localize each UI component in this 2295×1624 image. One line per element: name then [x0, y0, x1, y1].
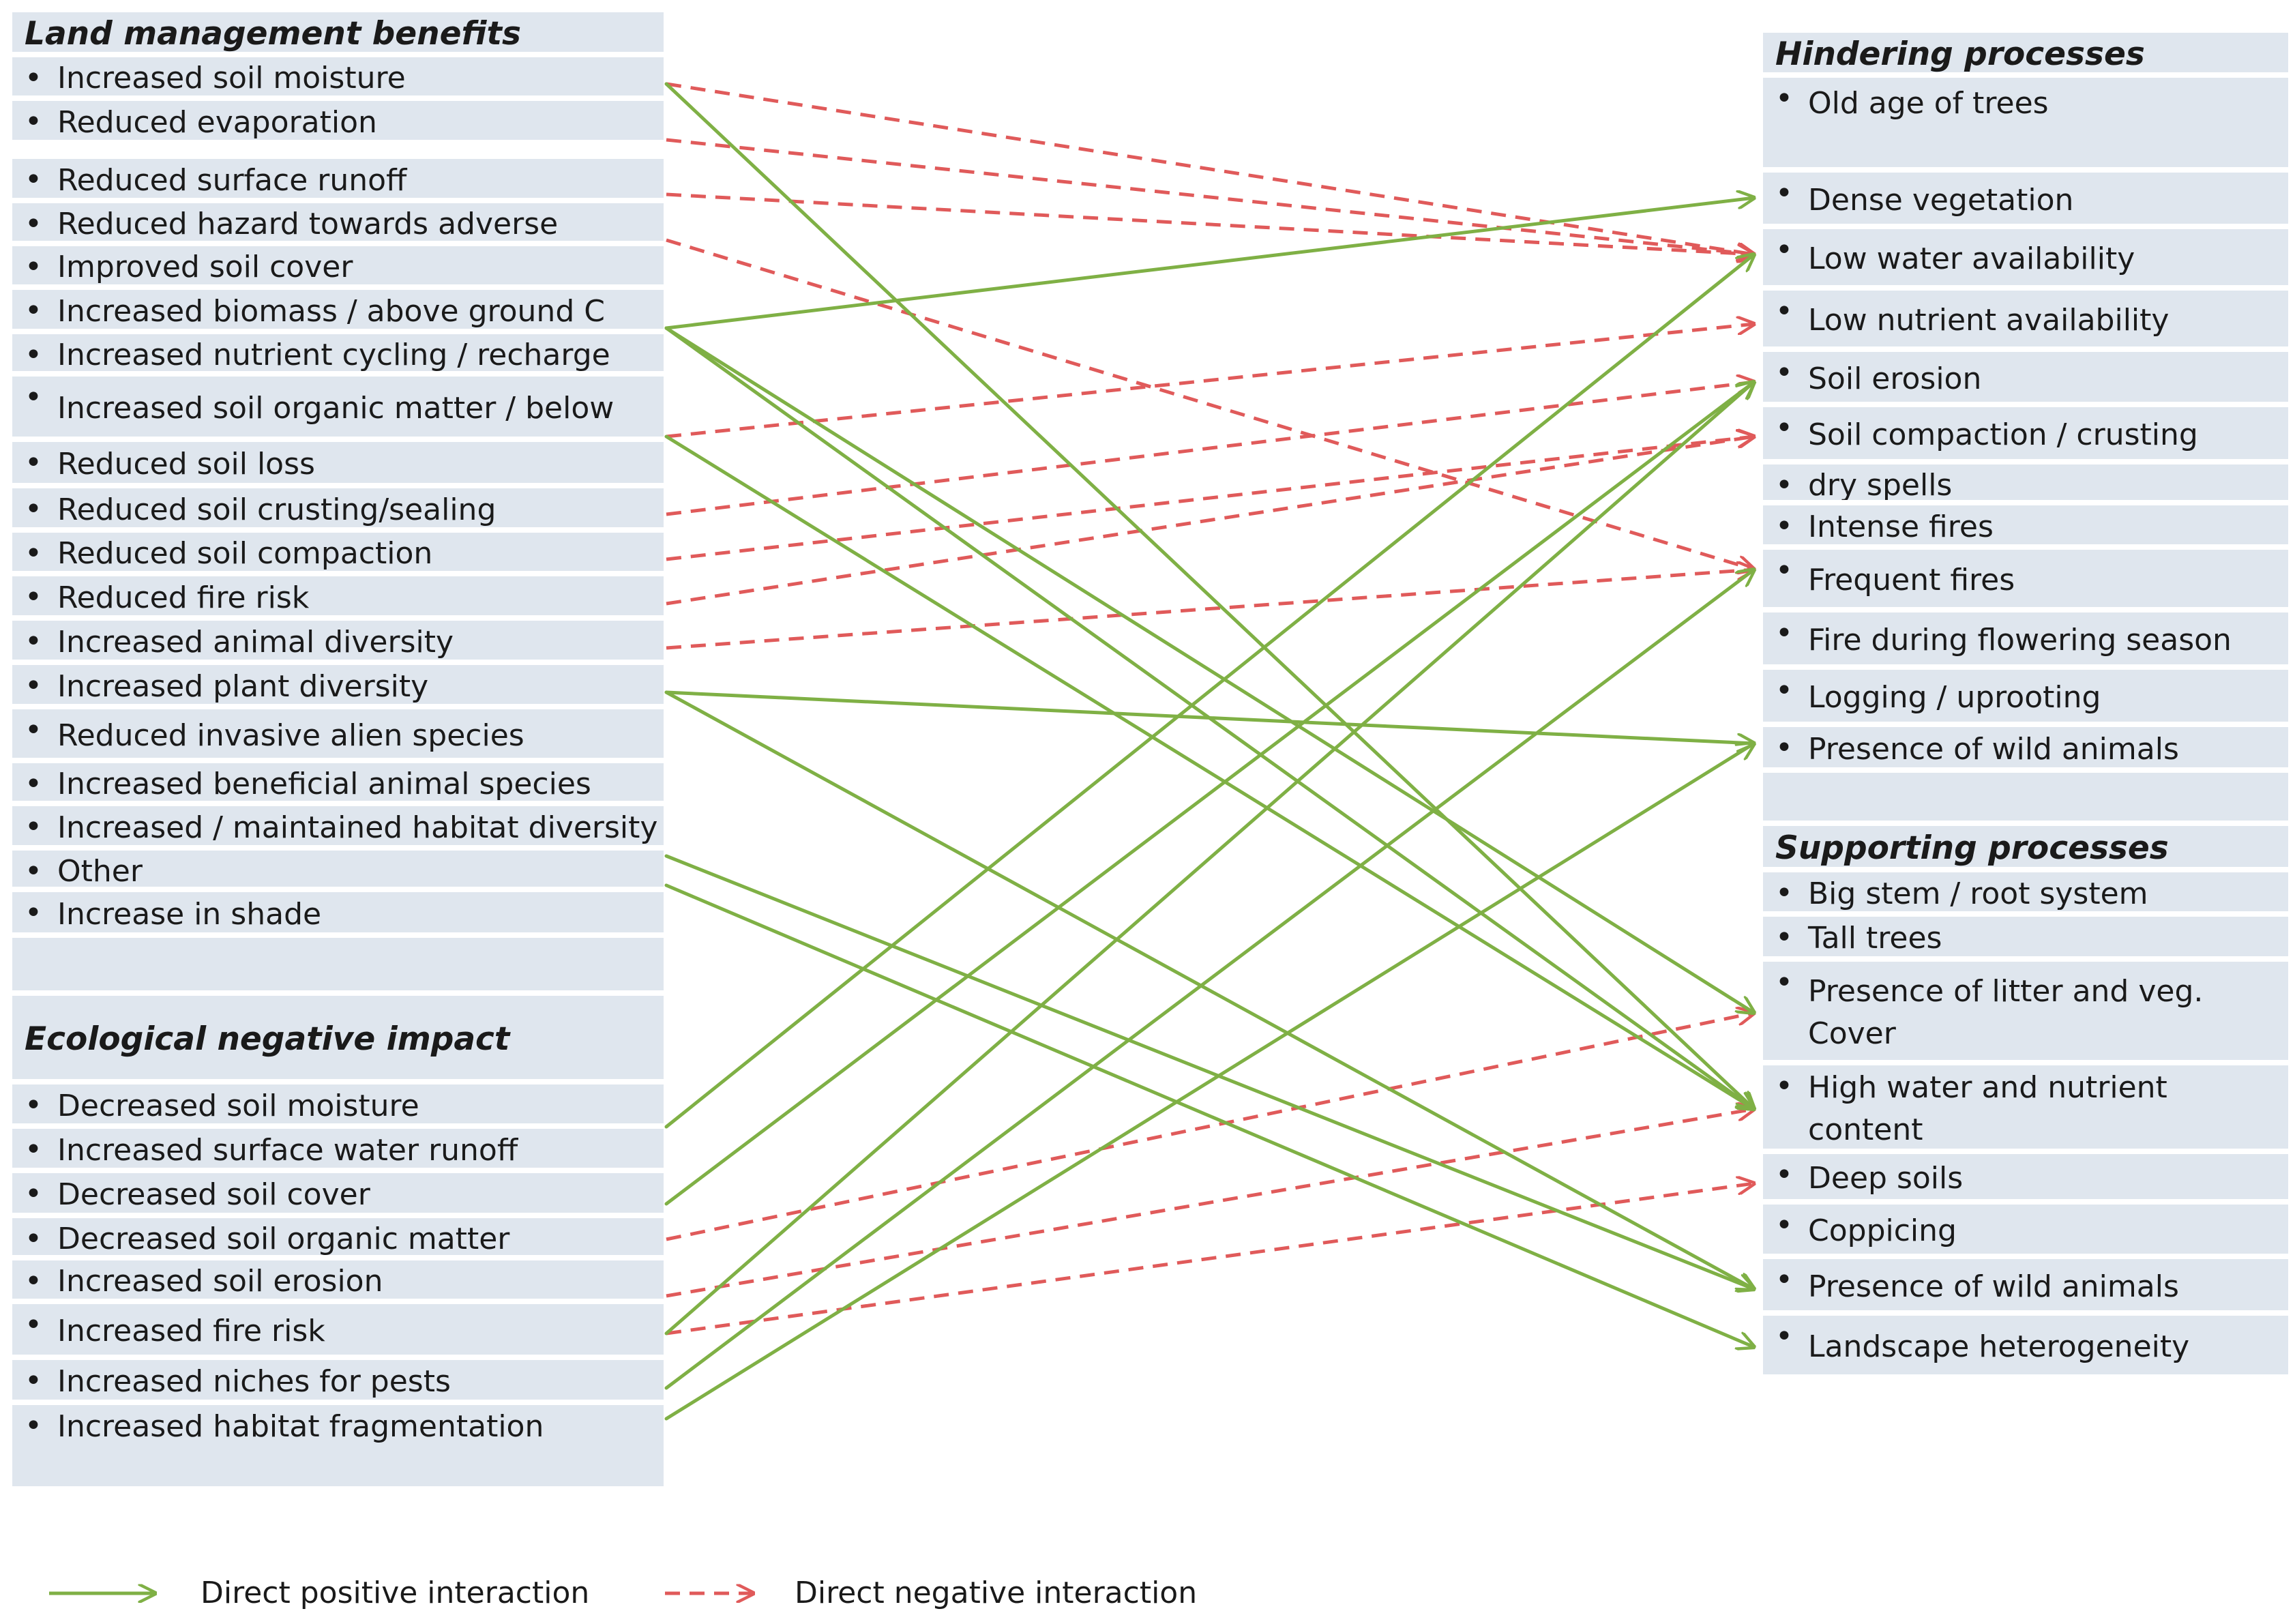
negative-interaction-arrow: [666, 1183, 1754, 1335]
left-list-item: Reduced soil compaction: [12, 533, 664, 575]
left-list-item: Reduced evaporation: [12, 101, 664, 144]
left-list-item: Increased beneficial animal species: [12, 763, 664, 805]
negative-interaction-arrow: [666, 138, 1754, 254]
legend-positive-label: Direct positive interaction: [201, 1576, 590, 1610]
negative-interaction-arrow: [666, 324, 1754, 439]
right-list-item: Logging / uprooting: [1763, 670, 2288, 726]
left-section-header: Ecological negative impact: [12, 996, 664, 1083]
positive-interaction-arrow: [664, 743, 1754, 1421]
left-list-item: Increased biomass / above ground C: [12, 290, 664, 333]
left-list-item: Reduced soil loss: [12, 442, 664, 487]
right-list-item: Frequent fires: [1763, 550, 2288, 611]
right-section-header: Hindering processes: [1763, 33, 2288, 76]
left-list-item: Decreased soil organic matter: [12, 1218, 664, 1259]
legend-negative-label: Direct negative interaction: [795, 1576, 1198, 1610]
right-list-item: Soil erosion: [1763, 352, 2288, 406]
right-list-item: Landscape heterogeneity: [1763, 1316, 2288, 1378]
right-list-item: Fire during flowering season: [1763, 612, 2288, 668]
left-list-item: Increased soil erosion: [12, 1260, 664, 1303]
left-list-item: Increased surface water runoff: [12, 1129, 664, 1172]
left-list-item: Increased soil organic matter / below gr…: [12, 377, 664, 441]
positive-interaction-arrow: [664, 883, 1754, 1347]
negative-interaction-arrow: [666, 82, 1754, 254]
positive-interaction-arrow: [664, 198, 1754, 330]
negative-interaction-links: [666, 82, 1754, 1335]
left-list-item: Reduced fire risk: [12, 576, 664, 619]
right-list-item: Tall trees: [1763, 917, 2288, 960]
right-section-header: Supporting processes: [1763, 826, 2288, 871]
positive-interaction-arrow: [664, 690, 1754, 743]
left-list-item: Decreased soil moisture: [12, 1084, 664, 1127]
negative-interaction-arrow: [666, 1013, 1754, 1241]
left-blank-row: [12, 938, 664, 994]
right-list-item: Soil compaction / crusting: [1763, 407, 2288, 463]
left-list-item: Reduced surface runoff: [12, 159, 664, 202]
left-list-item: Increased nutrient cycling / recharge: [12, 334, 664, 375]
left-list-item: Other: [12, 851, 664, 891]
right-list-item: Old age of trees: [1763, 78, 2288, 171]
right-list-item: dry spells: [1763, 464, 2288, 504]
negative-interaction-arrow: [666, 437, 1754, 561]
positive-interaction-links: [664, 82, 1754, 1421]
positive-interaction-arrow: [664, 382, 1754, 1335]
left-list-item: Increase in shade: [12, 892, 664, 936]
negative-interaction-arrow: [666, 382, 1754, 516]
left-list-item: Reduced hazard towards adverse events: [12, 203, 664, 245]
left-list-item: Increased / maintained habitat diversity: [12, 806, 664, 849]
right-list-item: Presence of wild animals: [1763, 727, 2288, 771]
left-list-item: Increased animal diversity: [12, 621, 664, 664]
right-list-item: High water and nutrient content: [1763, 1065, 2288, 1153]
right-list-item: Intense fires: [1763, 505, 2288, 548]
positive-interaction-arrow: [664, 254, 1754, 1129]
positive-interaction-arrow: [664, 82, 1754, 1109]
left-list-item: Increased habitat fragmentation: [12, 1405, 664, 1490]
left-list-item: Increased fire risk: [12, 1304, 664, 1359]
positive-interaction-arrow: [664, 434, 1754, 1109]
right-list-item: Presence of litter and veg. Cover: [1763, 962, 2288, 1064]
negative-interaction-arrow: [666, 437, 1754, 606]
right-list-item: Deep soils: [1763, 1154, 2288, 1203]
left-list-item: Reduced invasive alien species: [12, 709, 664, 762]
negative-interaction-arrow: [666, 1109, 1754, 1298]
negative-interaction-arrow: [666, 238, 1754, 570]
positive-interaction-arrow: [664, 690, 1754, 1289]
positive-interaction-arrow: [664, 570, 1754, 1390]
left-list-item: Increased soil moisture: [12, 57, 664, 100]
left-list-item: Increased niches for pests: [12, 1360, 664, 1404]
right-list-item: Presence of wild animals: [1763, 1259, 2288, 1314]
right-list-item: Low nutrient availability: [1763, 291, 2288, 351]
right-list-item: Big stem / root system: [1763, 872, 2288, 915]
right-blank-row: [1763, 773, 2288, 825]
left-section-header: Land management benefits: [12, 12, 664, 56]
positive-interaction-arrow: [664, 326, 1754, 1013]
left-list-item: Reduced soil crusting/sealing: [12, 488, 664, 531]
negative-interaction-arrow: [666, 192, 1754, 254]
positive-interaction-arrow: [664, 382, 1754, 1206]
negative-interaction-arrow: [666, 570, 1754, 650]
right-list-item: Low water availability: [1763, 229, 2288, 289]
left-list-item: Increased plant diversity: [12, 665, 664, 708]
left-list-item: Improved soil cover: [12, 246, 664, 289]
right-list-item: Coppicing: [1763, 1205, 2288, 1258]
right-list-item: Dense vegetation: [1763, 173, 2288, 228]
left-list-item: Decreased soil cover: [12, 1173, 664, 1217]
positive-interaction-arrow: [664, 854, 1754, 1289]
